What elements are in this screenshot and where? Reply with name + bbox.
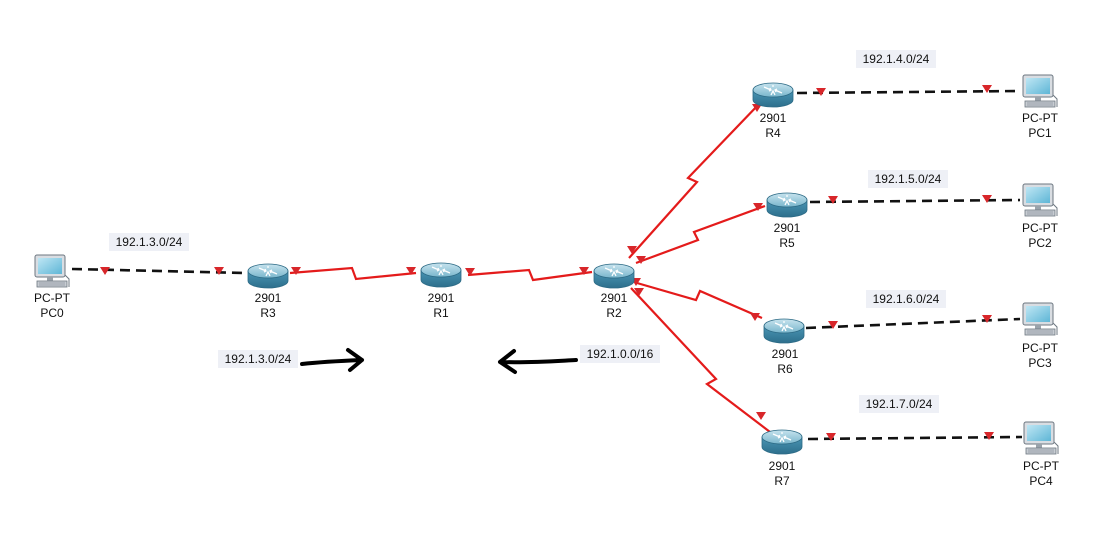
port-marker [465, 268, 475, 276]
device-name: PC3 [1028, 356, 1052, 370]
device-model: 2901 [774, 221, 801, 235]
port-marker [752, 104, 762, 112]
router-icon [761, 429, 803, 455]
port-marker [406, 267, 416, 275]
network-label-r5-pc2: 192.1.5.0/24 [868, 170, 948, 188]
route-prefix: 192.1.0.0/16 [587, 347, 654, 361]
route-annotation-to-r1: 192.1.3.0/24 [218, 348, 364, 372]
device-name: PC4 [1029, 474, 1053, 488]
device-model: 2901 [428, 291, 455, 305]
port-marker [982, 195, 992, 203]
serial-link-r2-r4[interactable] [628, 102, 761, 259]
route-prefix: 192.1.3.0/24 [225, 352, 292, 366]
network-label-r4-pc1: 192.1.4.0/24 [856, 50, 936, 68]
device-model: 2901 [769, 459, 796, 473]
pc-icon [1023, 421, 1059, 455]
port-marker [291, 267, 301, 275]
serial-link-r2-r6[interactable] [636, 281, 763, 320]
links-layer [71, 89, 1023, 441]
router-r6[interactable]: 2901 R6 [763, 318, 805, 376]
router-icon [766, 192, 808, 218]
port-marker [634, 288, 644, 296]
network-label-r7-pc4: 192.1.7.0/24 [859, 395, 939, 413]
pc-icon [34, 254, 70, 288]
pc-pc1[interactable]: PC-PT PC1 [1022, 74, 1059, 140]
router-r2[interactable]: 2901 R2 [593, 263, 635, 320]
pc-icon [1022, 183, 1058, 217]
network-address: 192.1.4.0/24 [863, 52, 930, 66]
router-icon [593, 263, 635, 289]
port-marker [214, 267, 224, 275]
device-model: 2901 [601, 291, 628, 305]
port-marker [100, 267, 110, 275]
device-name: R7 [774, 474, 790, 488]
serial-link-r1-r2[interactable] [467, 268, 593, 282]
port-marker [828, 321, 838, 329]
device-name: R4 [765, 126, 781, 140]
arrow-right-icon [300, 348, 364, 372]
arrow-left-icon [498, 349, 578, 374]
router-icon [763, 318, 805, 344]
serial-link-r3-r1[interactable] [289, 266, 417, 281]
device-model: 2901 [255, 291, 282, 305]
pc-pc4[interactable]: PC-PT PC4 [1023, 421, 1060, 488]
port-marker [826, 433, 836, 441]
port-marker [579, 267, 589, 275]
route-annotation-from-r2: 192.1.0.0/16 [498, 345, 660, 374]
router-icon [247, 263, 289, 289]
port-marker [636, 256, 646, 264]
device-model: PC-PT [1022, 221, 1059, 235]
serial-link-r2-r7[interactable] [630, 287, 771, 433]
ethernet-link-r7-pc4[interactable] [807, 435, 1023, 441]
router-icon [420, 262, 462, 288]
pc-pc3[interactable]: PC-PT PC3 [1022, 302, 1059, 370]
port-marker [627, 246, 637, 254]
router-r5[interactable]: 2901 R5 [766, 192, 808, 250]
device-name: PC1 [1028, 126, 1052, 140]
port-marker [750, 313, 760, 321]
device-name: R5 [779, 236, 795, 250]
device-name: R1 [433, 306, 449, 320]
router-icon [752, 82, 794, 108]
ethernet-link-r5-pc2[interactable] [809, 198, 1021, 204]
serial-link-r2-r5[interactable] [635, 204, 766, 265]
pc-pc2[interactable]: PC-PT PC2 [1022, 183, 1059, 250]
device-model: PC-PT [1022, 341, 1059, 355]
network-address: 192.1.6.0/24 [873, 292, 940, 306]
device-name: PC0 [40, 306, 64, 320]
pc-icon [1022, 302, 1058, 336]
device-model: 2901 [772, 347, 799, 361]
port-marker [753, 203, 763, 211]
device-name: PC2 [1028, 236, 1052, 250]
router-r1[interactable]: 2901 R1 [420, 262, 462, 320]
pc-pc0[interactable]: PC-PT PC0 [34, 254, 71, 320]
port-marker [828, 196, 838, 204]
pc-icon [1022, 74, 1058, 108]
ethernet-link-r4-pc1[interactable] [796, 89, 1021, 95]
network-address: 192.1.7.0/24 [866, 397, 933, 411]
port-markers-layer [100, 85, 994, 441]
port-marker [984, 432, 994, 440]
port-marker [756, 412, 766, 420]
device-model: PC-PT [34, 291, 71, 305]
router-r7[interactable]: 2901 R7 [761, 429, 803, 488]
network-address: 192.1.5.0/24 [875, 172, 942, 186]
port-marker [982, 85, 992, 93]
network-label-pc0-r3: 192.1.3.0/24 [109, 233, 189, 251]
device-name: R2 [606, 306, 622, 320]
router-r4[interactable]: 2901 R4 [752, 82, 794, 140]
device-model: PC-PT [1023, 459, 1060, 473]
device-model: 2901 [760, 111, 787, 125]
router-r3[interactable]: 2901 R3 [247, 263, 289, 320]
port-marker [982, 315, 992, 323]
ethernet-link-r6-pc3[interactable] [805, 317, 1021, 330]
device-model: PC-PT [1022, 111, 1059, 125]
device-name: R6 [777, 362, 793, 376]
network-label-r6-pc3: 192.1.6.0/24 [866, 290, 946, 308]
network-address: 192.1.3.0/24 [116, 235, 183, 249]
device-name: R3 [260, 306, 276, 320]
ethernet-link-pc0-r3[interactable] [71, 267, 247, 275]
port-marker [816, 88, 826, 96]
